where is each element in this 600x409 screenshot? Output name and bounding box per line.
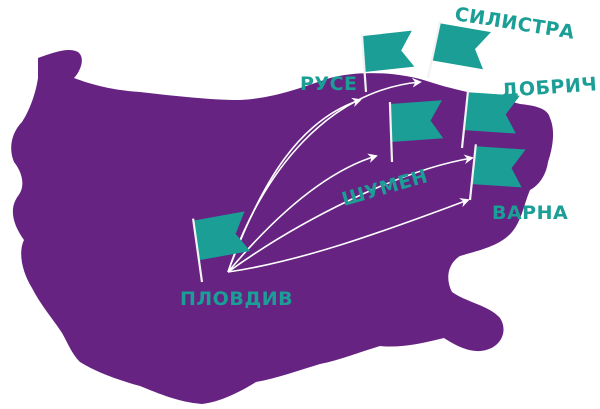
route-to-silistra	[227, 77, 422, 273]
flag-icon-varna	[468, 144, 526, 201]
city-flags	[192, 21, 526, 283]
city-label-dobrich: ДОБРИЧ	[501, 73, 598, 102]
city-label-ruse: РУСЕ	[300, 73, 358, 95]
city-label-varna: ВАРНА	[492, 202, 568, 224]
route-to-dobrich	[227, 154, 474, 273]
city-labels: ПЛОВДИВ РУСЕ СИЛИСТРА ДОБРИЧ ШУМЕН ВАРНА	[180, 3, 598, 310]
route-to-varna	[227, 198, 470, 273]
flag-icon-shumen	[388, 100, 444, 163]
flag-icon-silistra	[426, 21, 491, 79]
city-label-plovdiv: ПЛОВДИВ	[180, 288, 293, 310]
route-arrows	[227, 77, 474, 273]
flag-icon-dobrich	[460, 90, 520, 149]
flag-icon-ruse	[360, 30, 415, 93]
flag-icon-plovdiv	[192, 211, 251, 283]
